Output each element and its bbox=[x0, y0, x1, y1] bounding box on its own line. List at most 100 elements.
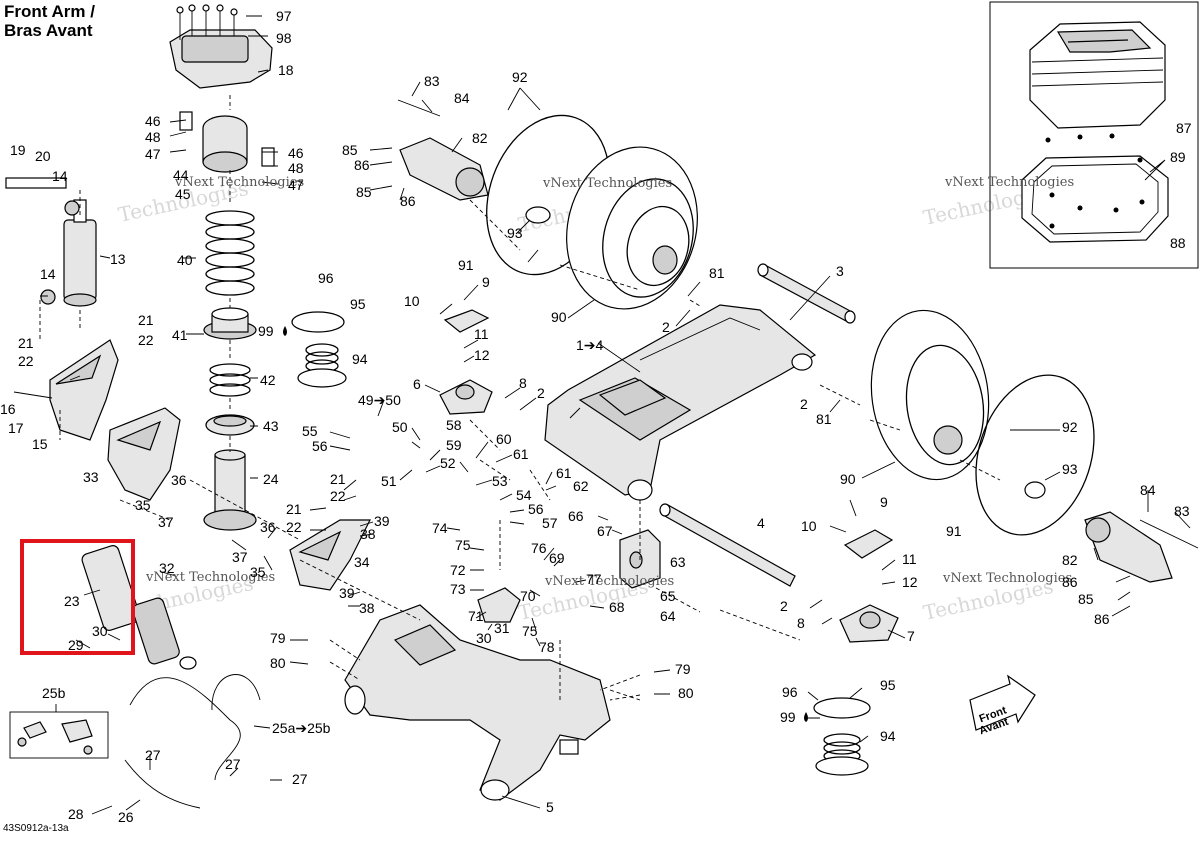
callout-95: 95 bbox=[350, 296, 366, 312]
callout-92: 92 bbox=[1062, 419, 1078, 435]
watermark-text: vNext Technologies bbox=[942, 571, 1072, 586]
callout-17: 17 bbox=[8, 420, 24, 436]
housing-90-top bbox=[566, 146, 698, 310]
callout-97: 97 bbox=[276, 8, 292, 24]
callout-76: 76 bbox=[531, 540, 547, 556]
callout-92: 92 bbox=[512, 69, 528, 85]
callout-21: 21 bbox=[286, 501, 302, 517]
callout-53: 53 bbox=[492, 473, 508, 489]
callout-14: 14 bbox=[40, 266, 56, 282]
callout-56: 56 bbox=[312, 438, 328, 454]
callout-49-to-50: 49➔50 bbox=[358, 392, 401, 408]
callout-9: 9 bbox=[482, 274, 490, 290]
callout-71: 71 bbox=[468, 608, 484, 624]
callout-67: 67 bbox=[597, 523, 613, 539]
callout-64: 64 bbox=[660, 608, 676, 624]
callout-95: 95 bbox=[880, 677, 896, 693]
callout-75: 75 bbox=[522, 623, 538, 639]
callout-20: 20 bbox=[35, 148, 51, 164]
callout-21: 21 bbox=[330, 471, 346, 487]
callout-99: 99 bbox=[258, 323, 274, 339]
callout-84: 84 bbox=[454, 90, 470, 106]
watermark-text: vNext Technologies bbox=[174, 175, 304, 190]
bracket-15 bbox=[13, 339, 119, 441]
callout-18: 18 bbox=[278, 62, 294, 78]
callout-35: 35 bbox=[135, 497, 151, 513]
callout-84: 84 bbox=[1140, 482, 1156, 498]
callout-28: 28 bbox=[68, 806, 84, 822]
callout-14: 14 bbox=[52, 168, 68, 184]
callout-58: 58 bbox=[446, 417, 462, 433]
callout-69: 69 bbox=[549, 550, 565, 566]
front-direction-arrow: Front Avant bbox=[969, 674, 1036, 737]
callout-36: 36 bbox=[171, 472, 187, 488]
callout-74: 74 bbox=[432, 520, 448, 536]
callout-19: 19 bbox=[10, 142, 26, 158]
callout-48: 48 bbox=[145, 129, 161, 145]
clamp-9-top bbox=[443, 309, 490, 333]
callout-57: 57 bbox=[542, 515, 558, 531]
callout-12: 12 bbox=[902, 574, 918, 590]
callout-15: 15 bbox=[32, 436, 48, 452]
callout-93: 93 bbox=[1062, 461, 1078, 477]
callout-55: 55 bbox=[302, 423, 318, 439]
title-line-2: Bras Avant bbox=[4, 21, 93, 40]
callout-26: 26 bbox=[118, 809, 134, 825]
front-arm-main bbox=[544, 304, 817, 501]
callout-47: 47 bbox=[145, 146, 161, 162]
callout-46: 46 bbox=[288, 145, 304, 161]
callout-83: 83 bbox=[424, 73, 440, 89]
shaft-3 bbox=[757, 263, 856, 324]
callout-7: 7 bbox=[907, 628, 915, 644]
inset-box-25b bbox=[9, 711, 109, 759]
boot-94-top bbox=[291, 311, 347, 388]
callout-61: 61 bbox=[513, 446, 529, 462]
gasket-part-88 bbox=[1021, 133, 1169, 243]
callout-85: 85 bbox=[342, 142, 358, 158]
callout-30: 30 bbox=[92, 623, 108, 639]
mount-bracket-18 bbox=[169, 4, 273, 89]
callout-96: 96 bbox=[318, 270, 334, 286]
bearing-block-7 bbox=[839, 604, 899, 643]
bracket-33 bbox=[107, 407, 181, 501]
callout-37: 37 bbox=[232, 549, 248, 565]
watermark-text: vNext Technologies bbox=[944, 175, 1074, 190]
callout-39: 39 bbox=[374, 513, 390, 529]
callout-2: 2 bbox=[780, 598, 788, 614]
shock-body-24 bbox=[203, 449, 257, 531]
callout-12: 12 bbox=[474, 347, 490, 363]
callout-44: 44 bbox=[173, 167, 189, 183]
grease-drop-icon bbox=[804, 712, 808, 722]
title-line-1: Front Arm / bbox=[4, 2, 95, 21]
callout-56: 56 bbox=[528, 501, 544, 517]
callout-11: 11 bbox=[474, 326, 489, 342]
shock-top-eye bbox=[179, 111, 275, 173]
callout-62: 62 bbox=[573, 478, 589, 494]
watermark-text: vNext Technologies bbox=[542, 176, 672, 191]
callout-27: 27 bbox=[225, 756, 241, 772]
callout-10: 10 bbox=[404, 293, 420, 309]
callout-85: 85 bbox=[356, 184, 372, 200]
callout-38: 38 bbox=[359, 600, 375, 616]
arm-assembly-82-top bbox=[397, 99, 489, 201]
callout-31: 31 bbox=[494, 620, 510, 636]
callout-79: 79 bbox=[675, 661, 691, 677]
callout-37: 37 bbox=[158, 514, 174, 530]
callout-39: 39 bbox=[339, 585, 355, 601]
spring-seat-41 bbox=[203, 307, 257, 340]
callout-72: 72 bbox=[450, 562, 466, 578]
callout-81: 81 bbox=[816, 411, 832, 427]
drawing-code: 43S0912a-13a bbox=[3, 823, 69, 834]
callout-33: 33 bbox=[83, 469, 99, 485]
callout-16: 16 bbox=[0, 401, 16, 417]
callout-41: 41 bbox=[172, 327, 188, 343]
callout-29: 29 bbox=[68, 637, 84, 653]
callout-89: 89 bbox=[1170, 149, 1186, 165]
callout-30: 30 bbox=[476, 630, 492, 646]
callout-81: 81 bbox=[709, 265, 725, 281]
callout-77: 77 bbox=[586, 571, 602, 587]
callout-66: 66 bbox=[568, 508, 584, 524]
callout-13: 13 bbox=[110, 251, 126, 267]
bearing-block-6 bbox=[439, 379, 493, 415]
callout-32: 32 bbox=[159, 560, 175, 576]
